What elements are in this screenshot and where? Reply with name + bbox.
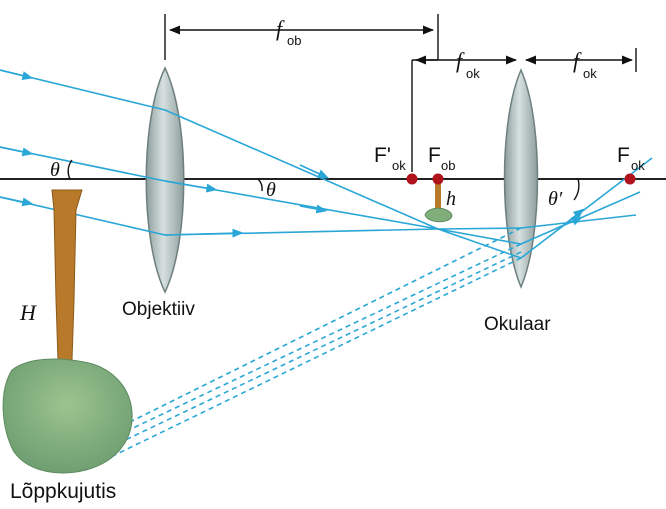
theta-arc-objective (257, 178, 263, 192)
label-theta-image: θ (50, 159, 60, 181)
f-ob-dimension-label: f ob (276, 16, 301, 48)
label-H: H (19, 300, 37, 325)
focal-point-f-prime-ok (406, 173, 418, 185)
svg-text:ok: ok (466, 66, 480, 81)
svg-text:f: f (456, 48, 465, 73)
label-eyepiece: Okulaar (484, 314, 551, 335)
ray-top (0, 69, 522, 259)
label-final-image: Lõppkujutis (10, 480, 116, 503)
label-h: h (446, 188, 456, 210)
theta-prime-arc (573, 178, 580, 201)
incident-rays (0, 69, 522, 259)
intermediate-image (424, 183, 453, 223)
svg-text:f: f (276, 16, 285, 41)
f-ok-dimension-label-right: f ok (573, 48, 597, 81)
label-f-ok: F ok (617, 144, 645, 173)
svg-text:F': F' (374, 144, 391, 167)
svg-text:ob: ob (287, 33, 301, 48)
svg-text:F: F (428, 144, 441, 167)
focal-point-f-ok (624, 173, 636, 185)
emergent-rays (520, 157, 653, 259)
final-image-tree (2, 189, 133, 474)
f-ok-dimension-label-left: f ok (456, 48, 480, 81)
label-theta-objective: θ (266, 179, 276, 201)
svg-text:F: F (617, 144, 630, 167)
focal-point-f-ob (432, 173, 444, 185)
svg-text:ob: ob (441, 158, 455, 173)
ray-middle (0, 146, 522, 245)
objective-lens (145, 66, 185, 294)
theta-arc-image (67, 159, 73, 180)
dimension-lines (164, 14, 637, 172)
virtual-rays (87, 227, 522, 469)
svg-text:f: f (573, 48, 582, 73)
ray-bottom (0, 196, 522, 236)
svg-text:ok: ok (583, 66, 597, 81)
svg-text:ok: ok (392, 158, 406, 173)
label-objective: Objektiiv (122, 299, 195, 320)
label-f-ob: F ob (428, 144, 455, 173)
label-f-prime-ok: F' ok (374, 144, 406, 173)
svg-text:ok: ok (631, 158, 645, 173)
label-theta-prime: θ′ (548, 188, 563, 210)
